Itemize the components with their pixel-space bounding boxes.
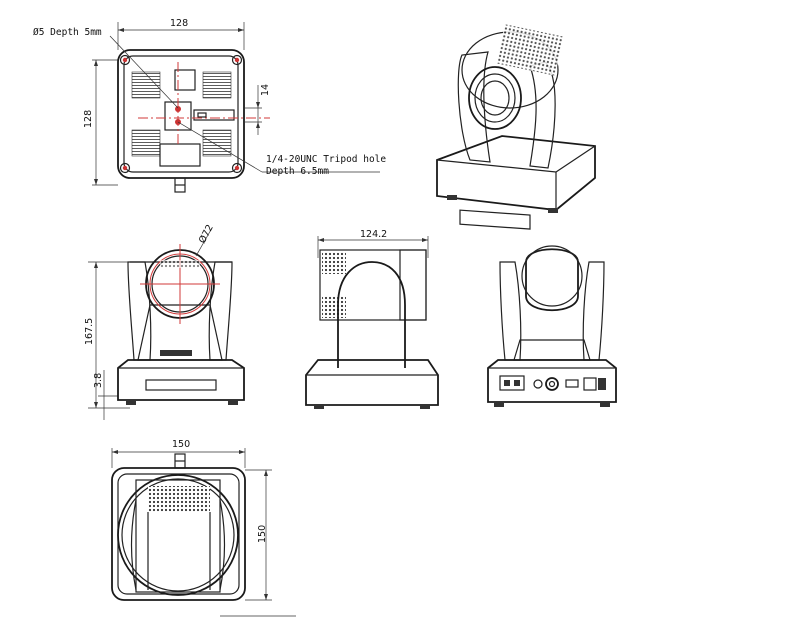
bottom-view: 128 128 xyxy=(83,18,380,193)
dim-offset-14: 14 xyxy=(260,84,271,96)
dim-side-width: 124.2 xyxy=(360,229,387,240)
top-view: 150 150 xyxy=(111,439,296,617)
front-view: 167.5 3.8 Ø72 xyxy=(84,223,245,420)
tripod-note-line1: 1/4-20UNC Tripod hole xyxy=(266,154,386,165)
dim-front-height: 167.5 xyxy=(84,318,95,345)
lens-icon xyxy=(468,66,522,130)
perspective-view xyxy=(436,24,596,230)
dim-bottom-width: 128 xyxy=(170,18,188,29)
bottom-housing xyxy=(117,49,245,179)
dim-base-3-8: 3.8 xyxy=(93,373,104,388)
tripod-note-line2: Depth 6.5mm xyxy=(266,166,329,177)
dim-lens-diameter: Ø72 xyxy=(197,223,216,245)
dim-top-width: 150 xyxy=(172,439,190,450)
dim-top-height: 150 xyxy=(257,525,268,543)
screw-hole-icon xyxy=(119,54,243,174)
back-view xyxy=(487,245,617,407)
hole-note: Ø5 Depth 5mm xyxy=(33,27,102,38)
dim-bottom-height: 128 xyxy=(83,110,94,128)
side-view: 124.2 xyxy=(305,229,439,409)
